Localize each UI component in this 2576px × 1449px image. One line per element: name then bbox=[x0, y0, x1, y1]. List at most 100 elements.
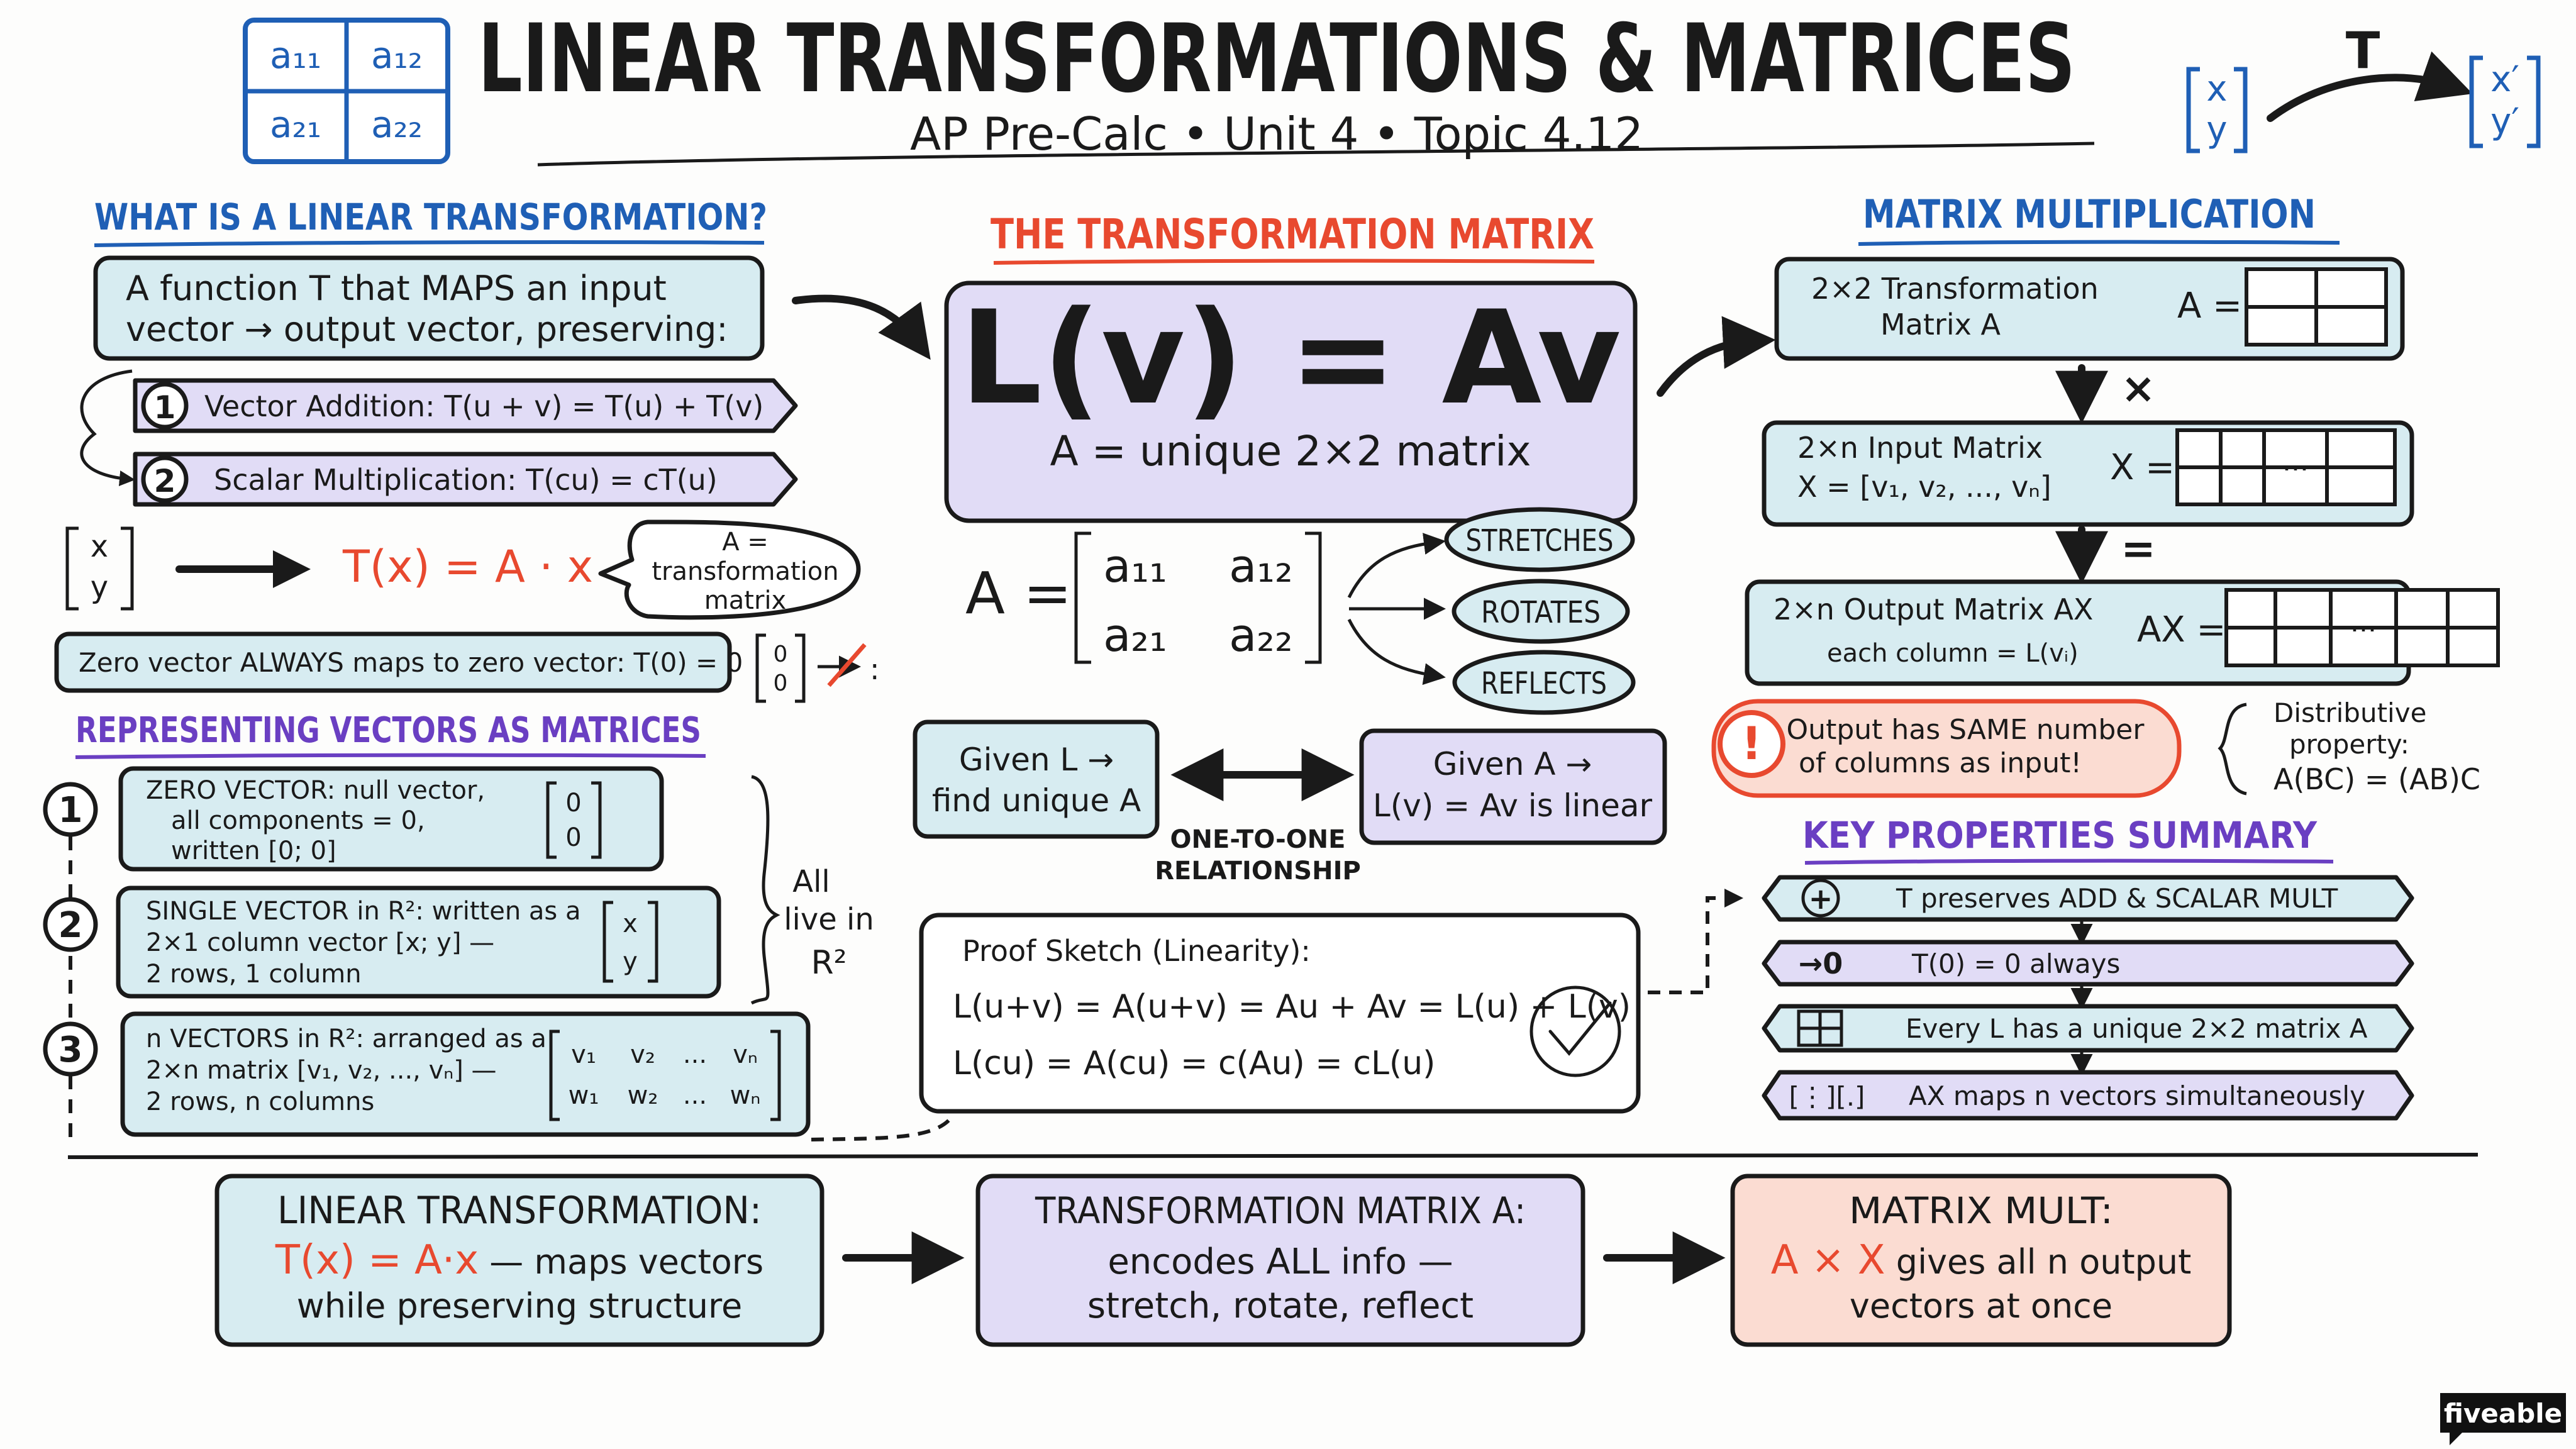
distributive-line3: A(BC) = (AB)C bbox=[2273, 762, 2480, 796]
summary-divider bbox=[67, 1153, 2479, 1159]
action-rotates-label: ROTATES bbox=[1481, 595, 1601, 630]
action-stretches: STRETCHES bbox=[1444, 507, 1635, 572]
one-to-one-label2: RELATIONSHIP bbox=[1155, 857, 1361, 886]
property-scalar-multiplication: 2 Scalar Multiplication: T(cu) = cT(u) bbox=[133, 452, 798, 507]
matrix-a-label: A = bbox=[965, 560, 1072, 627]
rep-3-vdots: ... bbox=[683, 1040, 707, 1069]
summary-2-line1: encodes ALL info — bbox=[1108, 1241, 1453, 1282]
rep-3-wn: wₙ bbox=[730, 1081, 761, 1110]
rep-2-number: 2 bbox=[58, 905, 83, 946]
input-vec-x: x bbox=[91, 529, 108, 564]
header-transform-diagram: x y T x′ y′ bbox=[2186, 21, 2541, 153]
output-matrix-box: 2×n Output Matrix AX each column = L(vᵢ)… bbox=[1745, 579, 2500, 686]
strike-mark bbox=[827, 643, 867, 687]
distributive-line2: property: bbox=[2289, 729, 2409, 760]
input-matrix-box: 2×n Input Matrix X = [v₁, v₂, ..., vₙ] X… bbox=[1762, 420, 2414, 527]
rep-1-number: 1 bbox=[58, 790, 83, 831]
input-vector-xy: x y bbox=[65, 526, 134, 611]
rep-1-vec-bottom: 0 bbox=[565, 823, 581, 852]
property-1-number: 1 bbox=[154, 389, 176, 426]
same-columns-warning: ! Output has SAME number of columns as i… bbox=[1711, 699, 2182, 798]
tx-equals-ax: T(x) = A · x bbox=[342, 541, 593, 592]
rep-1-line2: all components = 0, bbox=[171, 806, 425, 835]
bubble-line3: matrix bbox=[704, 586, 786, 615]
output-matrix-ellipsis: ... bbox=[2350, 606, 2377, 638]
fiveable-wordmark: fiveable bbox=[2444, 1398, 2562, 1429]
heading-underline-rep bbox=[75, 753, 706, 759]
all-live-line1: All bbox=[792, 864, 830, 899]
action-reflects: REFLECTS bbox=[1452, 650, 1636, 715]
summary-1-line2: while preserving structure bbox=[297, 1286, 743, 1326]
rep-3-v1: v₁ bbox=[571, 1040, 596, 1069]
matrix-a-box-eq: A = bbox=[2177, 286, 2242, 326]
input-vec-y: y bbox=[91, 570, 108, 605]
key-properties-list: + T preserves ADD & SCALAR MULT →0 T(0) … bbox=[1762, 875, 2414, 1121]
action-stretches-label: STRETCHES bbox=[1466, 523, 1614, 558]
header-vec-y: y bbox=[2206, 109, 2227, 150]
heading-underline-kp bbox=[1804, 858, 2334, 865]
property-2-number: 2 bbox=[154, 463, 176, 499]
rep-3-w2: w₂ bbox=[628, 1081, 658, 1110]
all-live-line2: live in bbox=[784, 902, 874, 937]
summary-3-line2: vectors at once bbox=[1850, 1286, 2112, 1326]
matrix-a-a11: a₁₁ bbox=[1103, 540, 1167, 592]
rep-3-vn: vₙ bbox=[733, 1040, 758, 1069]
definition-to-formula-arrow bbox=[792, 294, 931, 360]
given-l-box: Given L → find unique A bbox=[913, 719, 1160, 839]
kp-text-4: AX maps n vectors simultaneously bbox=[1909, 1080, 2365, 1111]
zero-vector-column: 0 0 : bbox=[755, 633, 880, 703]
distributive-line1: Distributive bbox=[2273, 697, 2426, 728]
warning-icon: ! bbox=[1741, 717, 1762, 770]
proof-title: Proof Sketch (Linearity): bbox=[962, 934, 1311, 968]
summary-transformation-matrix: TRANSFORMATION MATRIX A: encodes ALL inf… bbox=[975, 1174, 1585, 1347]
input-matrix-line2: X = [v₁, v₂, ..., vₙ] bbox=[1797, 470, 2051, 504]
action-reflects-label: REFLECTS bbox=[1481, 666, 1607, 701]
summary-3-rest: gives all n output bbox=[1885, 1242, 2192, 1282]
given-a-line1: Given A → bbox=[1433, 746, 1592, 782]
main-formula-subtitle: A = unique 2×2 matrix bbox=[1050, 427, 1531, 475]
summary-2-title: TRANSFORMATION MATRIX A: bbox=[1035, 1189, 1526, 1232]
output-matrix-line1: 2×n Output Matrix AX bbox=[1774, 592, 2093, 626]
kp-text-2: T(0) = 0 always bbox=[1911, 948, 2120, 979]
zero-vec-top: 0 bbox=[774, 641, 788, 667]
warning-line1: Output has SAME number bbox=[1787, 714, 2145, 746]
matrix-a-a12: a₁₂ bbox=[1229, 540, 1293, 592]
zero-vector-box: Zero vector ALWAYS maps to zero vector: … bbox=[54, 631, 743, 693]
bubble-line1: A = bbox=[722, 528, 769, 557]
proof-line1: L(u+v) = A(u+v) = Au + Av = L(u) + L(v) bbox=[953, 988, 1631, 1026]
summary-matrix-mult: MATRIX MULT: A × X gives all n output ve… bbox=[1730, 1174, 2232, 1347]
proof-to-properties-connector bbox=[1648, 889, 1743, 994]
definition-line2: vector → output vector, preserving: bbox=[126, 309, 728, 349]
zero-map-colon: : bbox=[870, 652, 880, 686]
all-live-line3: R² bbox=[811, 944, 847, 982]
all-live-in-r2-brace: All live in R² bbox=[750, 775, 874, 1005]
summary-linear-transformation: LINEAR TRANSFORMATION: T(x) = A·x — maps… bbox=[214, 1174, 824, 1347]
action-rotates: ROTATES bbox=[1452, 579, 1630, 644]
matrix-a-a22: a₂₂ bbox=[1229, 609, 1293, 662]
formula-to-multiplication-arrow bbox=[1657, 316, 1776, 397]
matrix-a-box-line2: Matrix A bbox=[1880, 308, 2001, 341]
matrix-a-a21: a₂₁ bbox=[1103, 609, 1167, 662]
summary-3-line1: A × X gives all n output bbox=[1771, 1237, 2192, 1284]
proof-dashed-connector-left bbox=[811, 1118, 952, 1141]
icon-a12: a₁₂ bbox=[371, 34, 423, 77]
title-underline bbox=[537, 142, 2095, 167]
header-vec-x: x bbox=[2206, 69, 2227, 109]
icon-a22: a₂₂ bbox=[371, 103, 423, 146]
main-formula-box: L(v) = Av A = unique 2×2 matrix bbox=[944, 280, 1638, 523]
page-subtitle: AP Pre-Calc • Unit 4 • Topic 4.12 bbox=[910, 108, 1643, 160]
summary-1-line1: T(x) = A·x — maps vectors bbox=[275, 1237, 763, 1284]
icon-a11: a₁₁ bbox=[270, 34, 321, 77]
heading-underline-right bbox=[1858, 240, 2340, 246]
warning-line2: of columns as input! bbox=[1799, 747, 2082, 779]
proof-sketch-box: Proof Sketch (Linearity): L(u+v) = A(u+v… bbox=[919, 913, 1641, 1114]
given-a-box: Given A → L(v) = Av is linear bbox=[1359, 728, 1667, 845]
rep-2-vec-y: y bbox=[623, 947, 638, 976]
rep-item-zero-vector: 1 ZERO VECTOR: null vector, all componen… bbox=[43, 766, 664, 872]
output-matrix-line2: each column = L(vᵢ) bbox=[1827, 639, 2079, 668]
header-vec-xprime: x′ bbox=[2490, 59, 2519, 100]
summary-3-title: MATRIX MULT: bbox=[1849, 1189, 2113, 1232]
property-1-text: Vector Addition: T(u + v) = T(u) + T(v) bbox=[204, 389, 763, 423]
header-matrix-icon: a₁₁ a₁₂ a₂₁ a₂₂ bbox=[243, 18, 450, 164]
